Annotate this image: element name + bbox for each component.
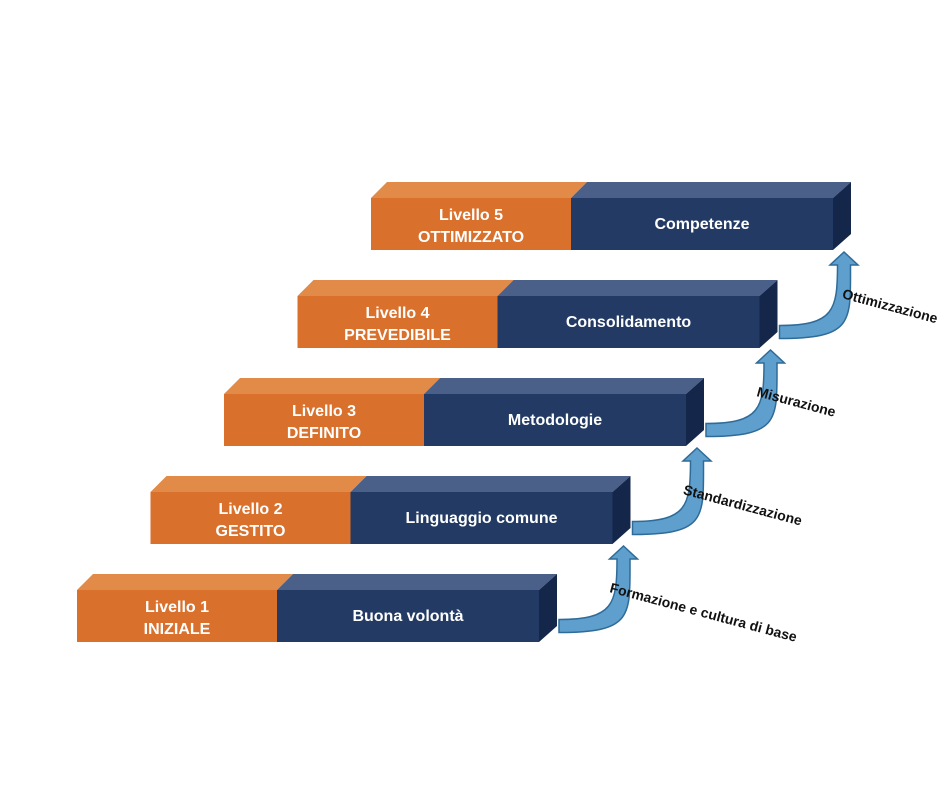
level-block-top <box>371 182 587 198</box>
level-block-top <box>224 378 440 394</box>
level-name-label: INIZIALE <box>144 621 211 638</box>
curved-arrow-icon <box>631 446 713 536</box>
level-name-label: GESTITO <box>216 523 286 540</box>
description-block-top <box>277 574 557 590</box>
level-name-label: PREVEDIBILE <box>344 327 451 344</box>
description-block <box>350 492 613 544</box>
transition-arrows <box>558 250 860 634</box>
level-description-label: Competenze <box>654 216 749 233</box>
curved-arrow-icon <box>705 348 787 438</box>
description-block-side <box>686 378 704 446</box>
level-step: Livello 1 INIZIALE Buona volontà <box>77 574 557 642</box>
level-steps: Livello 1 INIZIALE Buona volontà Livello 2 G… <box>77 182 851 642</box>
level-block <box>77 590 277 642</box>
curved-arrow-icon <box>558 544 640 634</box>
level-description-label: Linguaggio comune <box>406 510 558 527</box>
level-step: Livello 5 OTTIMIZZATO Competenze <box>371 182 851 250</box>
description-block <box>497 296 760 348</box>
level-block <box>150 492 351 544</box>
level-number-label: Livello 5 <box>439 207 503 224</box>
level-description-label: Metodologie <box>508 412 602 429</box>
level-block-top <box>77 574 293 590</box>
level-block <box>224 394 424 446</box>
transition-label: Ottimizzazione <box>841 285 940 326</box>
level-number-label: Livello 4 <box>365 305 429 322</box>
level-step: Livello 3 DEFINITO Metodologie <box>224 378 704 446</box>
description-block <box>277 590 539 642</box>
description-block <box>424 394 686 446</box>
level-block <box>297 296 498 348</box>
level-description-label: Buona volontà <box>352 608 463 625</box>
transition-label: Formazione e cultura di base <box>608 579 799 644</box>
description-block <box>571 198 833 250</box>
description-block-top <box>571 182 851 198</box>
level-block-top <box>297 280 514 296</box>
level-number-label: Livello 3 <box>292 403 356 420</box>
level-number-label: Livello 1 <box>145 599 209 616</box>
description-block-side <box>833 182 851 250</box>
description-block-top <box>497 280 778 296</box>
level-block <box>371 198 571 250</box>
level-name-label: OTTIMIZZATO <box>418 229 524 246</box>
description-block-side <box>759 280 778 348</box>
level-name-label: DEFINITO <box>287 425 361 442</box>
description-block-side <box>612 476 631 544</box>
level-block-top <box>150 476 367 492</box>
description-block-side <box>539 574 557 642</box>
level-step: Livello 2 GESTITO Linguaggio comune <box>150 476 631 544</box>
description-block-top <box>350 476 631 492</box>
curved-arrow-icon <box>778 250 860 340</box>
description-block-top <box>424 378 704 394</box>
level-step: Livello 4 PREVEDIBILE Consolidamento <box>297 280 778 348</box>
level-number-label: Livello 2 <box>218 501 282 518</box>
level-description-label: Consolidamento <box>566 314 692 331</box>
